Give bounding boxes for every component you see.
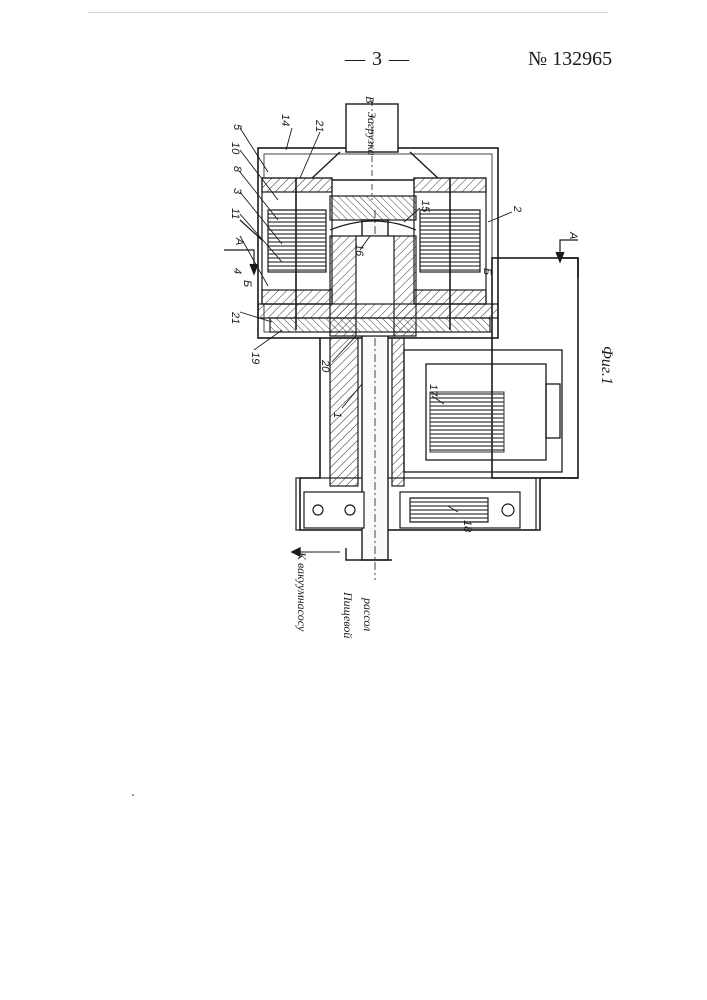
section-a-right: А xyxy=(567,231,579,239)
vacuum-label: К вакуумнасосу xyxy=(295,551,309,632)
brine-label-top: Пищевой xyxy=(341,591,355,638)
top-arrow-label: В xyxy=(363,96,377,104)
callout-14: 14 xyxy=(279,114,291,126)
callout-21-top: 21 xyxy=(313,119,325,132)
figure-caption: Фиг.1 xyxy=(598,346,615,385)
callout-3: 3 xyxy=(231,188,243,195)
callout-11: 11 xyxy=(229,208,241,219)
callout-5: 5 xyxy=(231,124,243,131)
callout-18: 18 xyxy=(461,520,473,533)
callout-21-left: 21 xyxy=(229,311,241,324)
section-b-left: Б xyxy=(241,280,253,287)
callout-17: 17 xyxy=(427,384,439,397)
loading-label: Загрузка xyxy=(365,112,379,156)
pulleys xyxy=(304,492,520,528)
callout-10: 10 xyxy=(229,142,241,155)
callout-15: 15 xyxy=(419,200,431,213)
callout-2: 2 xyxy=(511,205,523,212)
callout-16: 16 xyxy=(353,244,365,257)
base-plate xyxy=(258,304,498,332)
section-b-right: Б xyxy=(481,268,493,275)
section-a-left: А xyxy=(233,237,245,245)
callout-19: 19 xyxy=(249,352,261,364)
callout-20: 20 xyxy=(319,359,331,373)
callout-8: 8 xyxy=(231,166,243,173)
motor xyxy=(404,350,562,472)
brine-label-bottom: рассол xyxy=(361,597,375,631)
scan-speck xyxy=(132,794,134,796)
callout-1: 1 xyxy=(331,412,343,418)
callout-4: 4 xyxy=(231,268,243,274)
